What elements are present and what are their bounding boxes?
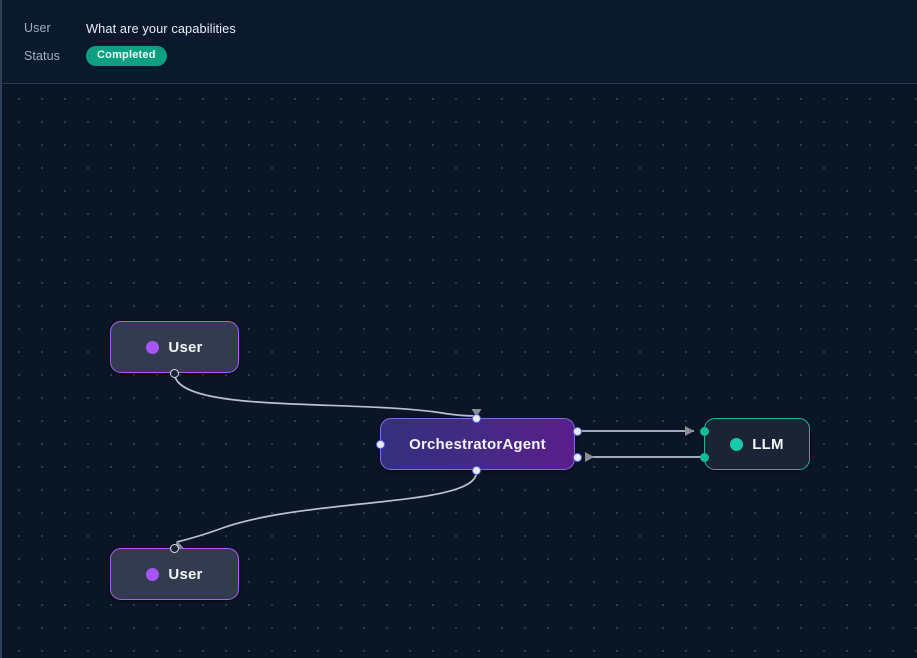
status-label: Status — [24, 49, 61, 63]
handle-llm-source-left-bottom[interactable] — [699, 452, 709, 462]
node-llm[interactable]: LLM — [704, 418, 810, 470]
edge-user-to-orchestrator — [173, 372, 482, 417]
user-message-value: What are your capabilities — [86, 20, 236, 36]
handle-orchestrator-target-top[interactable] — [472, 413, 481, 423]
node-orchestrator-agent[interactable]: OrchestratorAgent — [380, 418, 575, 470]
edge-orchestrator-to-user — [173, 471, 478, 551]
handle-user-top-source[interactable] — [170, 368, 179, 378]
handle-orchestrator-source-bottom[interactable] — [472, 465, 481, 475]
node-label: User — [168, 565, 203, 583]
graph-canvas[interactable]: User OrchestratorAgent LLM User — [0, 84, 917, 658]
node-label: OrchestratorAgent — [409, 435, 546, 453]
header-row-user: User What are your capabilities — [24, 18, 236, 38]
user-status-dot-icon — [146, 567, 160, 581]
handle-orchestrator-source-right-top[interactable] — [572, 426, 582, 436]
status-badge: Completed — [86, 46, 167, 66]
header-row-status: Status Completed — [24, 46, 167, 66]
user-status-dot-icon — [146, 340, 160, 354]
handle-user-bottom-target[interactable] — [170, 543, 179, 553]
node-label: User — [168, 338, 203, 356]
node-label: LLM — [752, 435, 784, 453]
llm-status-dot-icon — [730, 437, 744, 451]
handle-orchestrator-target-right-bottom[interactable] — [572, 452, 582, 462]
node-user-bottom[interactable]: User — [110, 548, 239, 600]
handle-orchestrator-target-left[interactable] — [375, 439, 385, 449]
user-label: User — [24, 21, 51, 35]
node-user-top[interactable]: User — [110, 321, 239, 373]
run-header: User What are your capabilities Status C… — [0, 0, 917, 84]
handle-llm-target-left-top[interactable] — [699, 426, 709, 436]
